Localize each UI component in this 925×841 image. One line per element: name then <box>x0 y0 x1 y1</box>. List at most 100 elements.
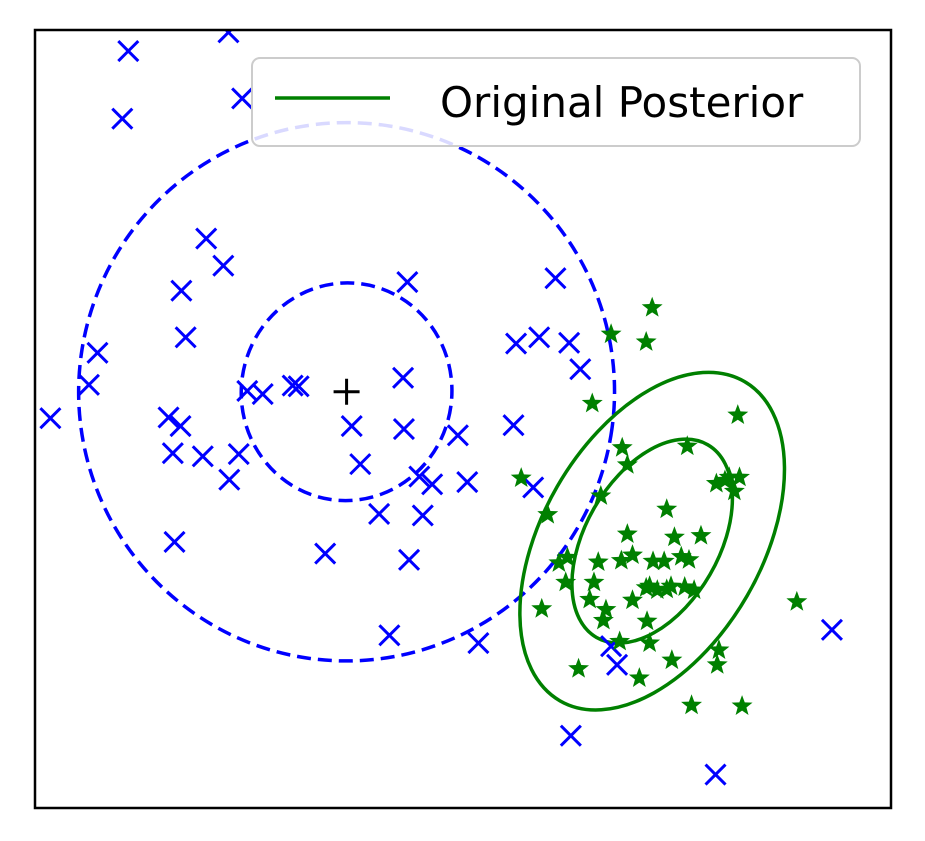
data-point-star <box>639 632 661 652</box>
data-point-star <box>556 546 578 567</box>
data-point-x <box>287 375 310 398</box>
data-point-star <box>622 589 643 610</box>
data-point-x <box>227 442 250 466</box>
data-point-x <box>281 374 304 397</box>
data-point-x <box>217 30 240 44</box>
data-point-x <box>39 407 62 430</box>
data-point-x <box>340 414 363 438</box>
data-point-x <box>528 326 551 349</box>
data-point-x <box>170 279 193 302</box>
data-point-x <box>174 326 197 349</box>
data-point-star <box>786 590 808 611</box>
data-point-star <box>636 610 658 631</box>
data-point-star <box>622 544 643 565</box>
legend-box <box>251 57 861 147</box>
data-point-x <box>558 331 581 354</box>
data-point-x <box>161 442 184 465</box>
data-point-star <box>609 630 631 651</box>
data-point-x <box>212 254 235 277</box>
data-point-star <box>642 550 664 571</box>
data-point-x <box>392 418 415 441</box>
data-point-star <box>635 330 657 351</box>
data-point-star <box>600 323 622 344</box>
data-point-star <box>656 498 678 519</box>
data-point-x <box>456 470 479 494</box>
data-point-x <box>314 542 337 565</box>
data-point-x <box>569 358 592 381</box>
data-point-x <box>392 366 415 389</box>
data-point-x <box>467 632 490 655</box>
data-point-star <box>537 503 559 524</box>
plot-frame <box>33 28 893 810</box>
legend: Original Posterior <box>251 57 861 147</box>
data-point-star <box>555 571 577 592</box>
data-point-star <box>595 598 617 619</box>
mean-marker-plus <box>333 378 360 405</box>
data-point-star <box>653 550 675 571</box>
data-point-star <box>646 579 668 600</box>
data-point-star <box>676 435 698 456</box>
data-point-star <box>587 551 609 572</box>
data-point-x <box>231 87 254 110</box>
data-point-star <box>610 549 632 570</box>
legend-label: Original Posterior <box>440 78 804 127</box>
data-point-star <box>568 657 590 678</box>
data-point-x <box>86 341 109 364</box>
data-point-x <box>251 383 274 406</box>
data-point-star <box>611 436 633 457</box>
data-point-star <box>583 571 605 592</box>
data-point-x <box>704 763 727 786</box>
data-point-star <box>681 694 703 715</box>
data-point-star <box>678 548 700 569</box>
data-point-star <box>727 404 749 425</box>
data-point-x <box>421 473 444 496</box>
data-point-star <box>616 523 638 544</box>
data-point-star <box>705 472 727 493</box>
data-point-star <box>708 639 730 659</box>
data-point-star <box>660 575 682 596</box>
data-point-x <box>157 406 180 429</box>
data-point-x <box>117 39 140 63</box>
data-point-x <box>820 618 843 641</box>
data-point-x <box>396 271 419 294</box>
data-point-x <box>505 332 528 355</box>
data-point-star <box>628 667 650 687</box>
data-point-star <box>663 526 685 547</box>
data-point-x <box>522 476 545 499</box>
data-point-star <box>731 695 753 715</box>
data-point-star <box>690 524 712 545</box>
data-point-star <box>706 653 728 674</box>
data-point-x <box>544 267 567 290</box>
data-point-star <box>729 466 750 487</box>
plot-background <box>35 30 891 808</box>
data-point-x <box>559 724 582 747</box>
data-point-x <box>349 453 372 476</box>
contour-ellipse-2 <box>570 437 735 645</box>
data-point-star <box>579 588 601 609</box>
data-point-star <box>616 453 638 474</box>
data-point-x <box>195 227 218 250</box>
data-point-star <box>548 551 570 572</box>
data-point-x <box>218 468 241 491</box>
data-point-x <box>191 445 214 468</box>
data-point-star <box>590 485 612 505</box>
data-point-star <box>510 467 532 488</box>
data-point-star <box>723 480 745 501</box>
data-point-x <box>169 414 192 438</box>
data-point-x <box>606 653 629 676</box>
points-layer <box>39 30 843 786</box>
data-point-x <box>378 624 401 647</box>
data-point-x <box>408 465 431 488</box>
data-point-x <box>111 107 134 130</box>
data-point-star <box>639 575 661 596</box>
data-point-x <box>77 373 100 396</box>
data-point-x <box>411 504 434 527</box>
data-point-x <box>368 502 391 525</box>
data-point-star <box>641 296 663 317</box>
contour-ellipse-3 <box>518 370 787 712</box>
data-point-star <box>592 609 614 630</box>
data-point-x <box>398 548 421 571</box>
data-point-star <box>683 579 705 600</box>
data-point-star <box>718 466 740 487</box>
